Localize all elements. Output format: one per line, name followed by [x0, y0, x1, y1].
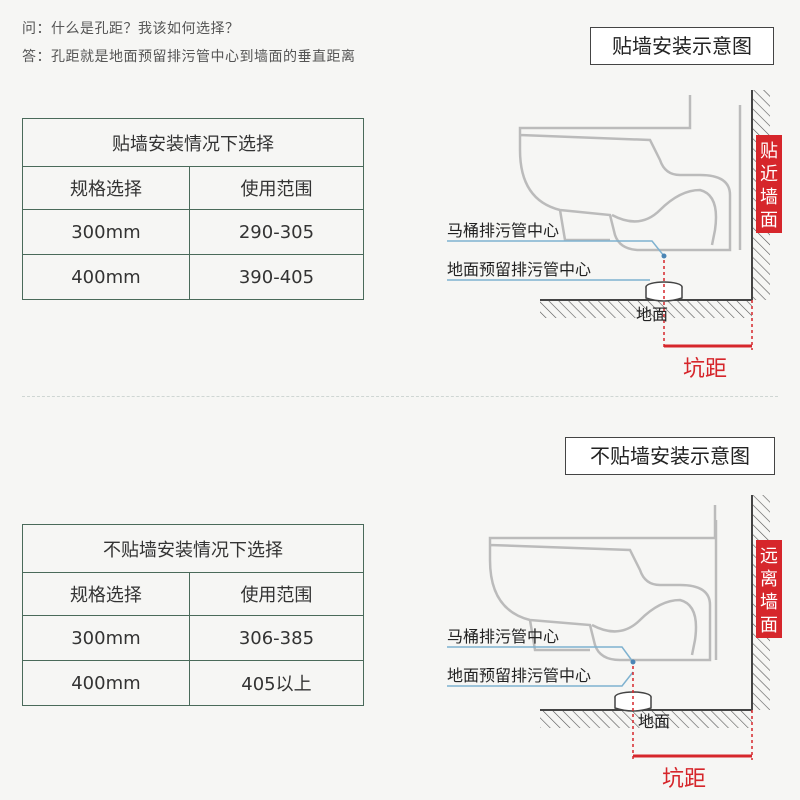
table-row: 300mm 290-305 [22, 209, 365, 255]
table-cell: 290-305 [188, 209, 365, 255]
table-row: 400mm 390-405 [22, 254, 365, 300]
diagram-away: 远 离 墙 面 马桶排污管中心 地面预留排污管中心 地面 坑距 [447, 495, 782, 792]
table-row: 300mm 306-385 [22, 615, 365, 661]
table-cell: 400mm [22, 660, 190, 706]
pit-label: 坑距 [683, 357, 727, 382]
wall-tag-char: 远 [760, 546, 778, 567]
diagram-title-wall: 贴墙安装示意图 [590, 27, 774, 65]
floor-drain-label: 地面预留排污管中心 [447, 666, 591, 685]
wall-tag [756, 135, 782, 233]
wall-tag-char: 近 [760, 164, 778, 185]
diagram-title-away: 不贴墙安装示意图 [565, 437, 775, 475]
table-header: 使用范围 [188, 166, 365, 210]
floor-label: 地面 [636, 305, 668, 324]
table-cell: 405以上 [188, 660, 365, 706]
faq-question: 问：什么是孔距？我该如何选择？ [22, 21, 240, 37]
toilet-drain-label: 马桶排污管中心 [447, 627, 559, 646]
wall-tag-char: 面 [760, 210, 778, 231]
wall-tag-char: 墙 [760, 187, 778, 208]
section-divider [22, 396, 778, 397]
spec-table-wall: 贴墙安装情况下选择 规格选择 使用范围 300mm 290-305 400mm … [22, 118, 365, 300]
table-caption: 贴墙安装情况下选择 [22, 118, 364, 167]
floor-hatch [540, 300, 752, 318]
table-header: 使用范围 [188, 572, 365, 616]
wall-tag-char: 离 [760, 569, 778, 590]
table-cell: 300mm [22, 209, 190, 255]
table-cell: 400mm [22, 254, 190, 300]
faq-answer: 答：孔距就是地面预留排污管中心到墙面的垂直距离 [22, 49, 356, 65]
toilet-outline [488, 505, 718, 662]
table-row: 400mm 405以上 [22, 660, 365, 706]
toilet-drain-label: 马桶排污管中心 [447, 221, 559, 240]
wall-tag-char: 面 [760, 615, 778, 636]
wall-tag-char: 墙 [760, 592, 778, 613]
table-cell: 390-405 [188, 254, 365, 300]
wall-tag [756, 540, 782, 638]
spec-table-away: 不贴墙安装情况下选择 规格选择 使用范围 300mm 306-385 400mm… [22, 524, 365, 706]
diagram-wall: 贴 近 墙 面 马桶排污管中心 地面预留排污管中心 地面 坑距 [447, 90, 782, 382]
table-header: 规格选择 [22, 572, 190, 616]
floor-label: 地面 [638, 712, 670, 731]
table-caption: 不贴墙安装情况下选择 [22, 524, 364, 573]
floor-hatch [540, 710, 752, 728]
table-cell: 306-385 [188, 615, 365, 661]
floor-drain-label: 地面预留排污管中心 [447, 260, 591, 279]
wall-tag-char: 贴 [760, 141, 778, 162]
pit-label: 坑距 [662, 767, 706, 792]
toilet-outline [518, 95, 742, 252]
